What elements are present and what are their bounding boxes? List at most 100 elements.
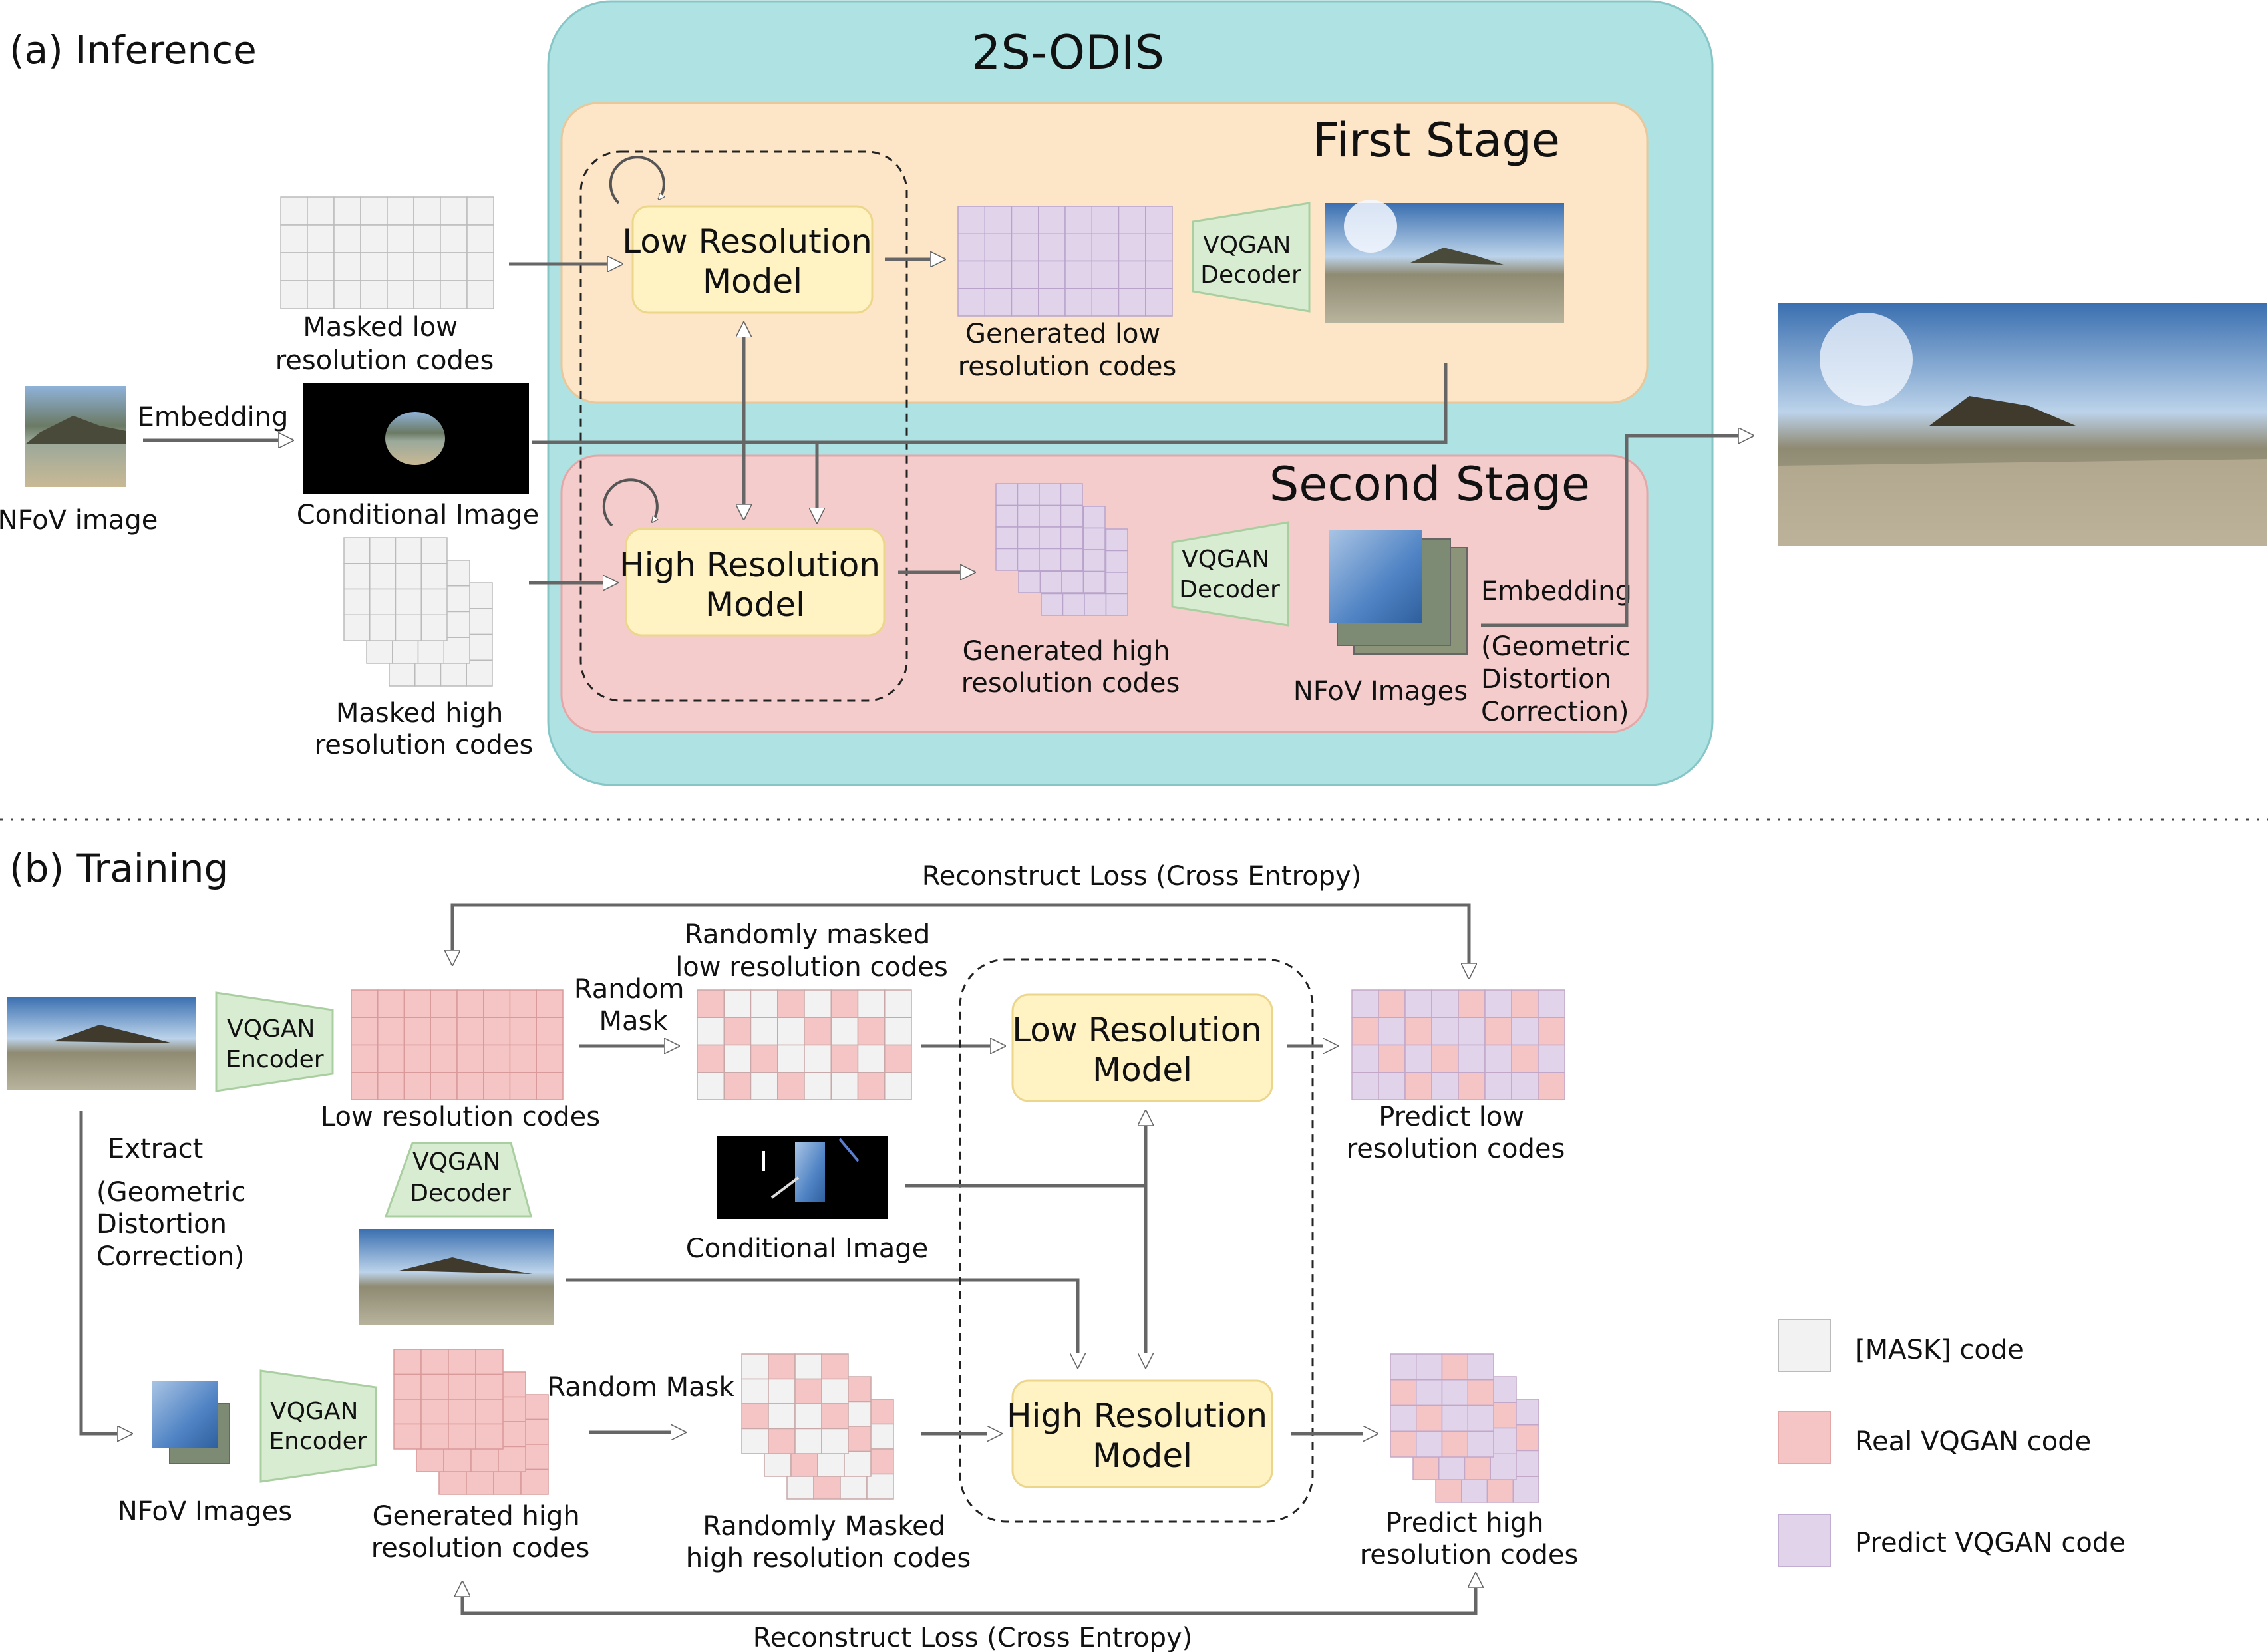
- code-cell: [1062, 593, 1085, 616]
- nfov-images-label: NFoV Images: [1293, 676, 1468, 707]
- vqgan-encoder-bottom: [259, 1369, 377, 1483]
- code-cell: [393, 1349, 422, 1375]
- code-cell: [1091, 233, 1120, 262]
- decoder1-line1: VQGAN: [1203, 232, 1291, 259]
- code-cell: [413, 196, 441, 226]
- code-cell: [1017, 526, 1040, 550]
- randomly-masked-high-grid: [741, 1353, 894, 1500]
- legend: [MASK] code Real VQGAN code Predict VQGA…: [1778, 1319, 2126, 1567]
- legend-label-predict: Predict VQGAN code: [1855, 1528, 2126, 1558]
- code-cell: [697, 989, 725, 1018]
- arrow-second-stage-to-output: [1481, 436, 1753, 627]
- code-cell: [387, 224, 414, 253]
- code-cell: [369, 614, 397, 641]
- code-cell: [1145, 288, 1173, 317]
- decoder2-line2: Decoder: [1179, 576, 1280, 603]
- code-cell: [1145, 260, 1173, 289]
- embedding-geo-line3: Distortion: [1481, 664, 1611, 695]
- code-cell: [360, 252, 388, 281]
- code-cell: [1084, 593, 1107, 616]
- predict-low-line1: Predict low: [1378, 1102, 1524, 1132]
- code-cell: [1378, 1017, 1406, 1046]
- code-cell: [377, 1072, 405, 1100]
- code-cell: [830, 1017, 859, 1046]
- final-panorama-output: [1778, 303, 2267, 546]
- code-cell: [448, 1373, 476, 1400]
- nfov-image-label: NFoV image: [0, 505, 158, 536]
- code-cell: [1431, 1072, 1459, 1100]
- legend-swatch-mask: [1778, 1319, 1831, 1372]
- embedding-label: Embedding: [138, 402, 289, 432]
- loss-top-label: Reconstruct Loss (Cross Entropy): [922, 861, 1362, 892]
- inference-section-label: (a) Inference: [9, 27, 257, 73]
- training-low-resolution-model: [1011, 993, 1273, 1102]
- code-cell: [1378, 989, 1406, 1018]
- code-cell: [884, 1017, 912, 1046]
- code-cell: [420, 1399, 449, 1425]
- code-cell: [470, 1446, 499, 1472]
- code-cell: [393, 1399, 422, 1425]
- first-stage-output-image: [1325, 200, 1564, 323]
- code-cell: [1458, 1044, 1486, 1073]
- encoder-top-line2: Encoder: [226, 1046, 323, 1073]
- code-cell: [366, 637, 393, 664]
- vqgan-decoder-training: [384, 1142, 532, 1218]
- code-cell: [804, 1044, 832, 1073]
- training-generated-high-line2: resolution codes: [371, 1533, 590, 1564]
- code-cell: [1416, 1404, 1443, 1432]
- code-cell: [1118, 206, 1146, 234]
- code-cell: [351, 1072, 379, 1100]
- code-cell: [1484, 1072, 1512, 1100]
- code-cell: [813, 1473, 841, 1500]
- code-cell: [369, 537, 397, 564]
- code-cell: [420, 1349, 449, 1375]
- code-cell: [1064, 233, 1092, 262]
- high-model-line1: High Resolution: [619, 546, 880, 584]
- code-cell: [1538, 1072, 1565, 1100]
- code-cell: [417, 637, 444, 664]
- decoder2-line1: VQGAN: [1182, 546, 1269, 573]
- predict-low-line2: resolution codes: [1347, 1134, 1565, 1164]
- code-cell: [369, 563, 397, 590]
- training-generated-high-line1: Generated high: [373, 1501, 580, 1532]
- code-cell: [1464, 1453, 1491, 1480]
- code-cell: [884, 1044, 912, 1073]
- decoded-panorama: [359, 1229, 554, 1325]
- code-cell: [794, 1378, 822, 1404]
- code-cell: [957, 206, 985, 234]
- code-cell: [1490, 1402, 1517, 1429]
- legend-label-real: Real VQGAN code: [1855, 1426, 2091, 1457]
- code-cell: [440, 659, 467, 687]
- code-cell: [440, 252, 468, 281]
- generated-high-line1: Generated high: [963, 636, 1170, 667]
- code-cell: [821, 1353, 849, 1380]
- code-cell: [1484, 1044, 1512, 1073]
- code-cell: [360, 196, 388, 226]
- code-cell: [413, 280, 441, 309]
- model-group-dashed: [579, 150, 908, 702]
- code-cell: [821, 1378, 849, 1404]
- code-cell: [351, 1017, 379, 1046]
- code-cell: [830, 989, 859, 1018]
- decoder-training-line2: Decoder: [410, 1180, 511, 1207]
- code-cell: [1390, 1404, 1417, 1432]
- code-cell: [723, 1017, 752, 1046]
- code-cell: [414, 659, 442, 687]
- code-cell: [884, 1072, 912, 1100]
- masked-high-codes-grid: [343, 537, 493, 687]
- code-cell: [430, 1072, 458, 1100]
- vqgan-encoder-top: [215, 991, 334, 1092]
- code-cell: [1512, 1424, 1539, 1452]
- code-cell: [420, 614, 448, 641]
- code-cell: [1061, 570, 1084, 593]
- embedding-geo-line4: Correction): [1481, 697, 1629, 727]
- code-cell: [393, 1373, 422, 1400]
- code-cell: [1105, 528, 1128, 552]
- code-cell: [333, 196, 361, 226]
- code-cell: [395, 588, 422, 615]
- code-cell: [1145, 233, 1173, 262]
- code-cell: [1011, 288, 1039, 317]
- code-cell: [307, 224, 335, 253]
- svg-text:Randomly Masked high res: Randomly Masked high resolution codes: [686, 1511, 971, 1573]
- code-cell: [741, 1378, 769, 1404]
